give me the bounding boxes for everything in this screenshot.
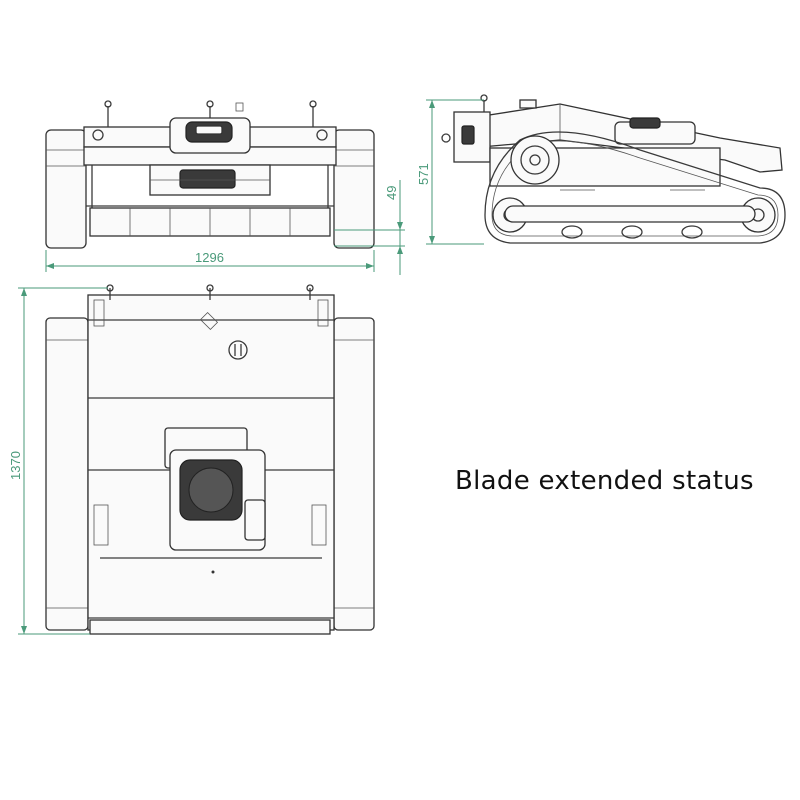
dimension-571: 571: [416, 99, 484, 245]
dimension-height-label: 571: [416, 163, 431, 185]
front-view: [45, 100, 375, 249]
caption-text: Blade extended status: [455, 466, 754, 496]
dimension-blade-height-label: 49: [384, 186, 399, 200]
dimension-1296: 1296: [45, 250, 375, 272]
dimension-length-label: 1370: [8, 451, 23, 480]
dimension-1370: 1370: [8, 287, 108, 635]
side-view: [441, 94, 786, 244]
top-view: [45, 284, 375, 635]
dimension-width-label: 1296: [195, 250, 224, 265]
dimension-49: 49: [334, 180, 405, 275]
